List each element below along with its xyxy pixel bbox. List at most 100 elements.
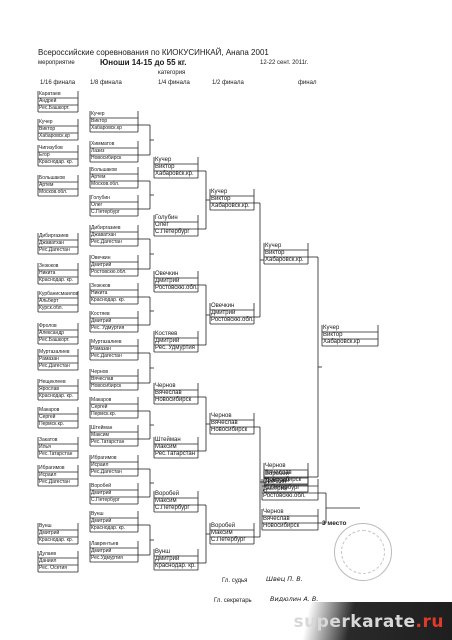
competitor-surname: Голубин — [155, 215, 178, 221]
competitor-club: Москов.обл. — [39, 189, 68, 195]
competitor-firstname: Дмитрий — [91, 318, 112, 324]
competitor-surname: Закатов — [39, 437, 58, 443]
competitor-surname: Большаков — [91, 167, 117, 173]
competitor-club: Хабаровск.кр — [39, 133, 70, 139]
competitor-club: Новосибирск — [155, 397, 192, 403]
competitor-surname: Фролов — [39, 323, 57, 329]
competitor-surname: Кучер — [39, 119, 53, 125]
round-1-4-header: 1/4 финала — [158, 80, 190, 86]
competitor-surname: Чернов — [91, 369, 109, 375]
competitor-firstname: Рамазан — [39, 356, 59, 362]
competitor-club: Хабаровск.кр — [91, 125, 122, 131]
competitor-firstname: Джаватхан — [91, 232, 117, 238]
competitor-club: Рес.Дагестан — [91, 239, 122, 245]
competitor-firstname: Дмитрий — [265, 478, 290, 484]
competitor-surname: Зезюков — [91, 283, 111, 289]
event-label: мероприятие — [38, 60, 75, 66]
competitor-firstname: Олег — [155, 222, 169, 228]
competitor-firstname: Альберт — [39, 298, 59, 304]
competitor-firstname: Александр — [39, 330, 65, 336]
round-1-2-header: 1/2 финала — [212, 80, 244, 86]
competitor-surname: Воробей — [211, 523, 236, 529]
weight-category: Юноши 14-15 до 55 кг. — [100, 58, 187, 67]
competitor-club: Ростовскю.обл. — [155, 285, 198, 291]
competitor-surname: Муртазалиев — [91, 339, 122, 345]
competitor-surname: Чернов — [211, 413, 232, 419]
competitor-firstname: Максим — [155, 498, 177, 504]
competitor-firstname: Дмитрий — [211, 310, 236, 316]
competitor-surname: Кучер — [91, 111, 105, 117]
competitor-surname: Курбанисмаилов — [39, 291, 79, 297]
competitor-club: Хабаровск.кр. — [155, 171, 194, 177]
competitor-club: Рес.Дагестан — [91, 469, 122, 475]
competitor-club: Хабаровск.кр. — [265, 257, 304, 263]
event-dates: 12-22 сент. 2011г. — [260, 60, 309, 66]
competitor-club: Рес. Удмуртия — [155, 345, 195, 351]
competitor-surname: Штейман — [155, 437, 181, 443]
competitor-firstname: Виктор — [39, 126, 56, 132]
category-label: категория — [158, 70, 186, 76]
competitor-firstname: Дмитрий — [155, 556, 180, 562]
competitor-firstname: Вячеслав — [91, 376, 114, 382]
competitor-club: Москов.обл. — [91, 181, 120, 187]
competitor-surname: Дулаев — [39, 551, 57, 557]
competitor-club: Новосибирск — [265, 477, 302, 483]
competitor-surname: Воробей — [91, 483, 112, 489]
competitor-firstname: Дмитрий — [91, 518, 112, 524]
competition-title: Всероссийские соревнования по КИОКУСИНКА… — [38, 48, 269, 57]
competitor-firstname: Даниил — [39, 558, 57, 564]
round-1-16-header: 1/16 финала — [40, 80, 76, 86]
competitor-surname: Большаков — [39, 175, 65, 181]
competitor-surname: Кучер — [265, 243, 282, 249]
competitor-club: Краснодар. кр. — [39, 393, 74, 399]
competitor-surname: Ибрагимов — [39, 465, 65, 471]
competitor-surname: Лаврентьев — [91, 541, 119, 547]
competitor-surname: Вунш — [155, 549, 171, 555]
competitor-club: Рес.Башкорт. — [39, 337, 70, 343]
competitor-club: Рес.Татарстан — [155, 451, 196, 457]
competitor-firstname: Дмитрий — [155, 338, 180, 344]
judge-label: Гл. судья — [222, 578, 248, 584]
competitor-surname: Овечкин — [263, 479, 287, 485]
competitor-club: Краснодар. кр. — [39, 537, 74, 543]
competitor-surname: Макаров — [91, 397, 112, 403]
competitor-firstname: Вячеслав — [155, 390, 182, 396]
competitor-club: Пермск.кр. — [39, 421, 65, 427]
secretary-label: Гл. секретарь — [214, 598, 252, 604]
competitor-club: Рес.Дагестан — [39, 363, 70, 369]
competitor-club: С.Петербург — [91, 209, 120, 215]
competitor-firstname: Дмитрий — [155, 278, 180, 284]
competitor-surname: Чернов — [263, 509, 284, 515]
competitor-club: Курск.обл. — [39, 305, 63, 311]
competitor-firstname: Дмитрий — [39, 530, 60, 536]
competitor-surname: Чигизубов — [39, 145, 63, 151]
competitor-club: Рес.Татарстан — [39, 451, 73, 457]
competitor-firstname: Рамазан — [91, 346, 111, 352]
competitor-firstname: Максим — [91, 432, 109, 438]
competitor-club: Новосибирск — [91, 155, 122, 161]
competitor-firstname: Илья — [39, 444, 51, 450]
competitor-surname: Чернов — [155, 383, 176, 389]
competitor-club: Рес.Удмуртия — [91, 555, 123, 561]
competitor-firstname: Лазиз — [91, 148, 105, 154]
competitor-club: Ростовскю.обл. — [263, 493, 306, 499]
competitor-surname: Химматов — [91, 141, 115, 147]
competitor-firstname: Виктор — [91, 118, 108, 124]
competitor-firstname: Дмитрий — [91, 490, 112, 496]
competitor-firstname: Виктор — [323, 332, 343, 338]
competitor-firstname: Максим — [211, 530, 233, 536]
competitor-club: Ростовскю.обл. — [91, 269, 127, 275]
competitor-club: Рес.Татарстан — [91, 439, 125, 445]
competitor-firstname: Дмитрий — [263, 486, 288, 492]
competitor-club: С.Петербург — [265, 485, 300, 491]
competitor-firstname: Сергей — [39, 414, 56, 420]
competitor-surname: Макаров — [39, 407, 60, 413]
competitor-firstname: Исраил — [91, 462, 109, 468]
competitor-club: Краснодар. кр. — [91, 297, 126, 303]
competitor-firstname: Максим — [155, 444, 177, 450]
competitor-firstname: Исраил — [39, 472, 57, 478]
competitor-surname: Овечкин — [91, 255, 111, 261]
judge-name: Швец П. В. — [266, 575, 303, 583]
round-1-8-header: 1/8 финала — [90, 80, 122, 86]
competitor-club: Рес.Башкорт. — [39, 105, 70, 111]
